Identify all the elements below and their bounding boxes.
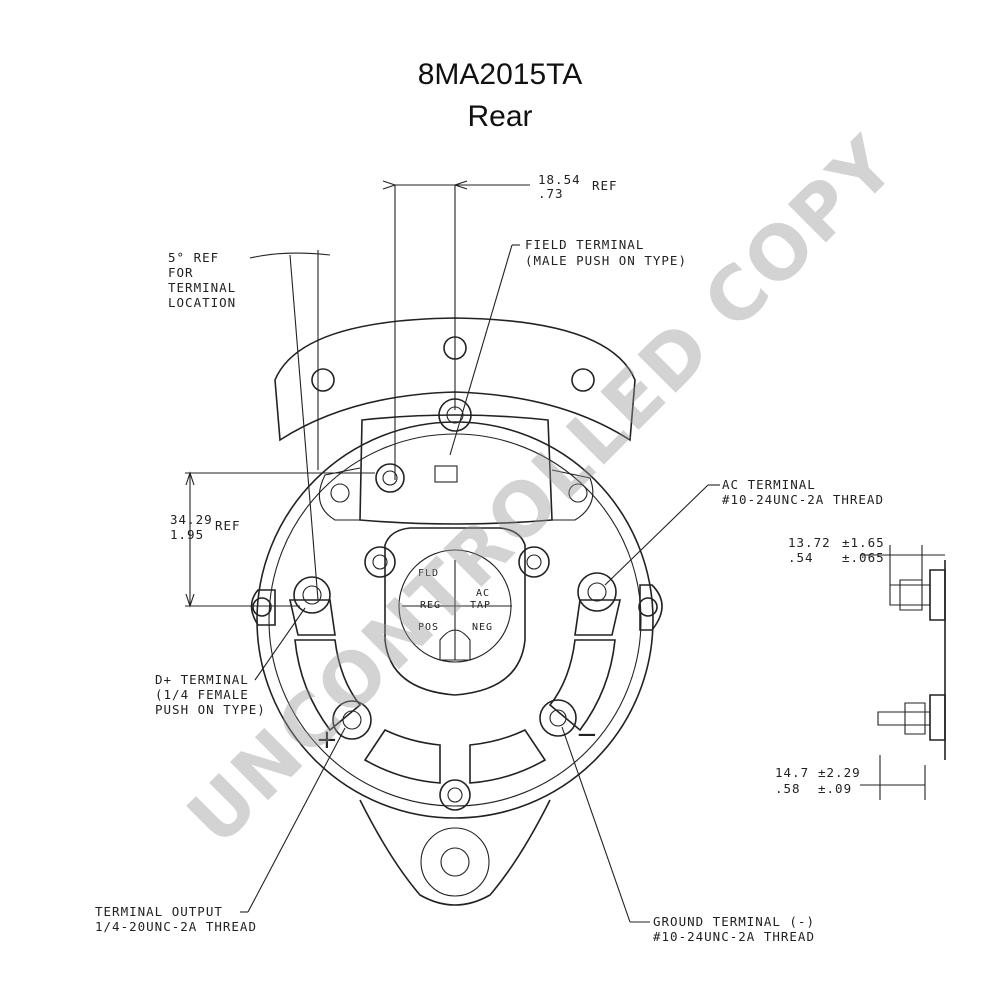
inner-labels: FLD REG AC TAP POS NEG — [418, 568, 493, 633]
regulator — [318, 414, 594, 525]
label-tap: TAP — [470, 600, 491, 611]
drawing-title: 8MA2015TA — [417, 58, 583, 91]
right-bottom-dim-tol-in: ±.09 — [818, 781, 852, 796]
side-dim-mm: 34.29 — [170, 512, 213, 527]
top-dim-mm: 18.54 — [538, 172, 581, 187]
right-top-dim-tol-in: ±.065 — [842, 550, 885, 565]
label-pos: POS — [418, 622, 439, 633]
right-top-dim-tol-mm: ±1.65 — [842, 535, 885, 550]
ground-terminal-line-1: GROUND TERMINAL (-) — [653, 914, 815, 929]
right-bottom-dim-mm: 14.7 — [775, 765, 809, 780]
terminal-output-line-2: 1/4-20UNC-2A THREAD — [95, 919, 257, 934]
label-reg: REG — [420, 600, 441, 611]
right-top-dim-in: .54 — [788, 550, 814, 565]
terminal-output-line-1: TERMINAL OUTPUT — [95, 904, 223, 919]
inner-terminal-region — [384, 527, 526, 696]
terminals — [293, 572, 617, 740]
dimension-lines — [185, 180, 720, 923]
ground-terminal-line-2: #10-24UNC-2A THREAD — [653, 929, 815, 944]
plus-symbol: + — [316, 725, 338, 755]
ac-terminal-line-2: #10-24UNC-2A THREAD — [722, 492, 884, 507]
label-neg: NEG — [472, 622, 493, 633]
minus-symbol: − — [576, 720, 598, 750]
right-top-dim-mm: 13.72 — [788, 535, 831, 550]
field-terminal-line-2: (MALE PUSH ON TYPE) — [525, 253, 687, 268]
ref-5deg-line-1: 5° REF — [168, 250, 219, 265]
side-dim-ref: REF — [215, 518, 241, 533]
top-dim-in: .73 — [538, 186, 564, 201]
annotation-labels: 5° REF FOR TERMINAL LOCATION FIELD TERMI… — [95, 172, 885, 944]
d-plus-line-1: D+ TERMINAL — [155, 672, 249, 687]
cooling-slots — [288, 599, 622, 784]
label-ac: AC — [476, 588, 490, 599]
d-plus-line-2: (1/4 FEMALE — [155, 687, 249, 702]
housing — [250, 317, 663, 906]
field-terminal-line-1: FIELD TERMINAL — [525, 237, 644, 252]
ac-terminal-line-1: AC TERMINAL — [722, 477, 816, 492]
top-dim-ref: REF — [592, 178, 618, 193]
ref-5deg-line-3: TERMINAL — [168, 280, 236, 295]
ref-5deg-line-4: LOCATION — [168, 295, 236, 310]
d-plus-line-3: PUSH ON TYPE) — [155, 702, 266, 717]
right-bottom-dim-in: .58 — [775, 781, 801, 796]
side-dim-in: 1.95 — [170, 527, 204, 542]
side-detail-views — [860, 545, 946, 800]
ref-5deg-line-2: FOR — [168, 265, 194, 280]
label-fld: FLD — [418, 568, 439, 579]
drawing-subtitle: Rear — [467, 100, 533, 133]
right-bottom-dim-tol-mm: ±2.29 — [818, 765, 861, 780]
